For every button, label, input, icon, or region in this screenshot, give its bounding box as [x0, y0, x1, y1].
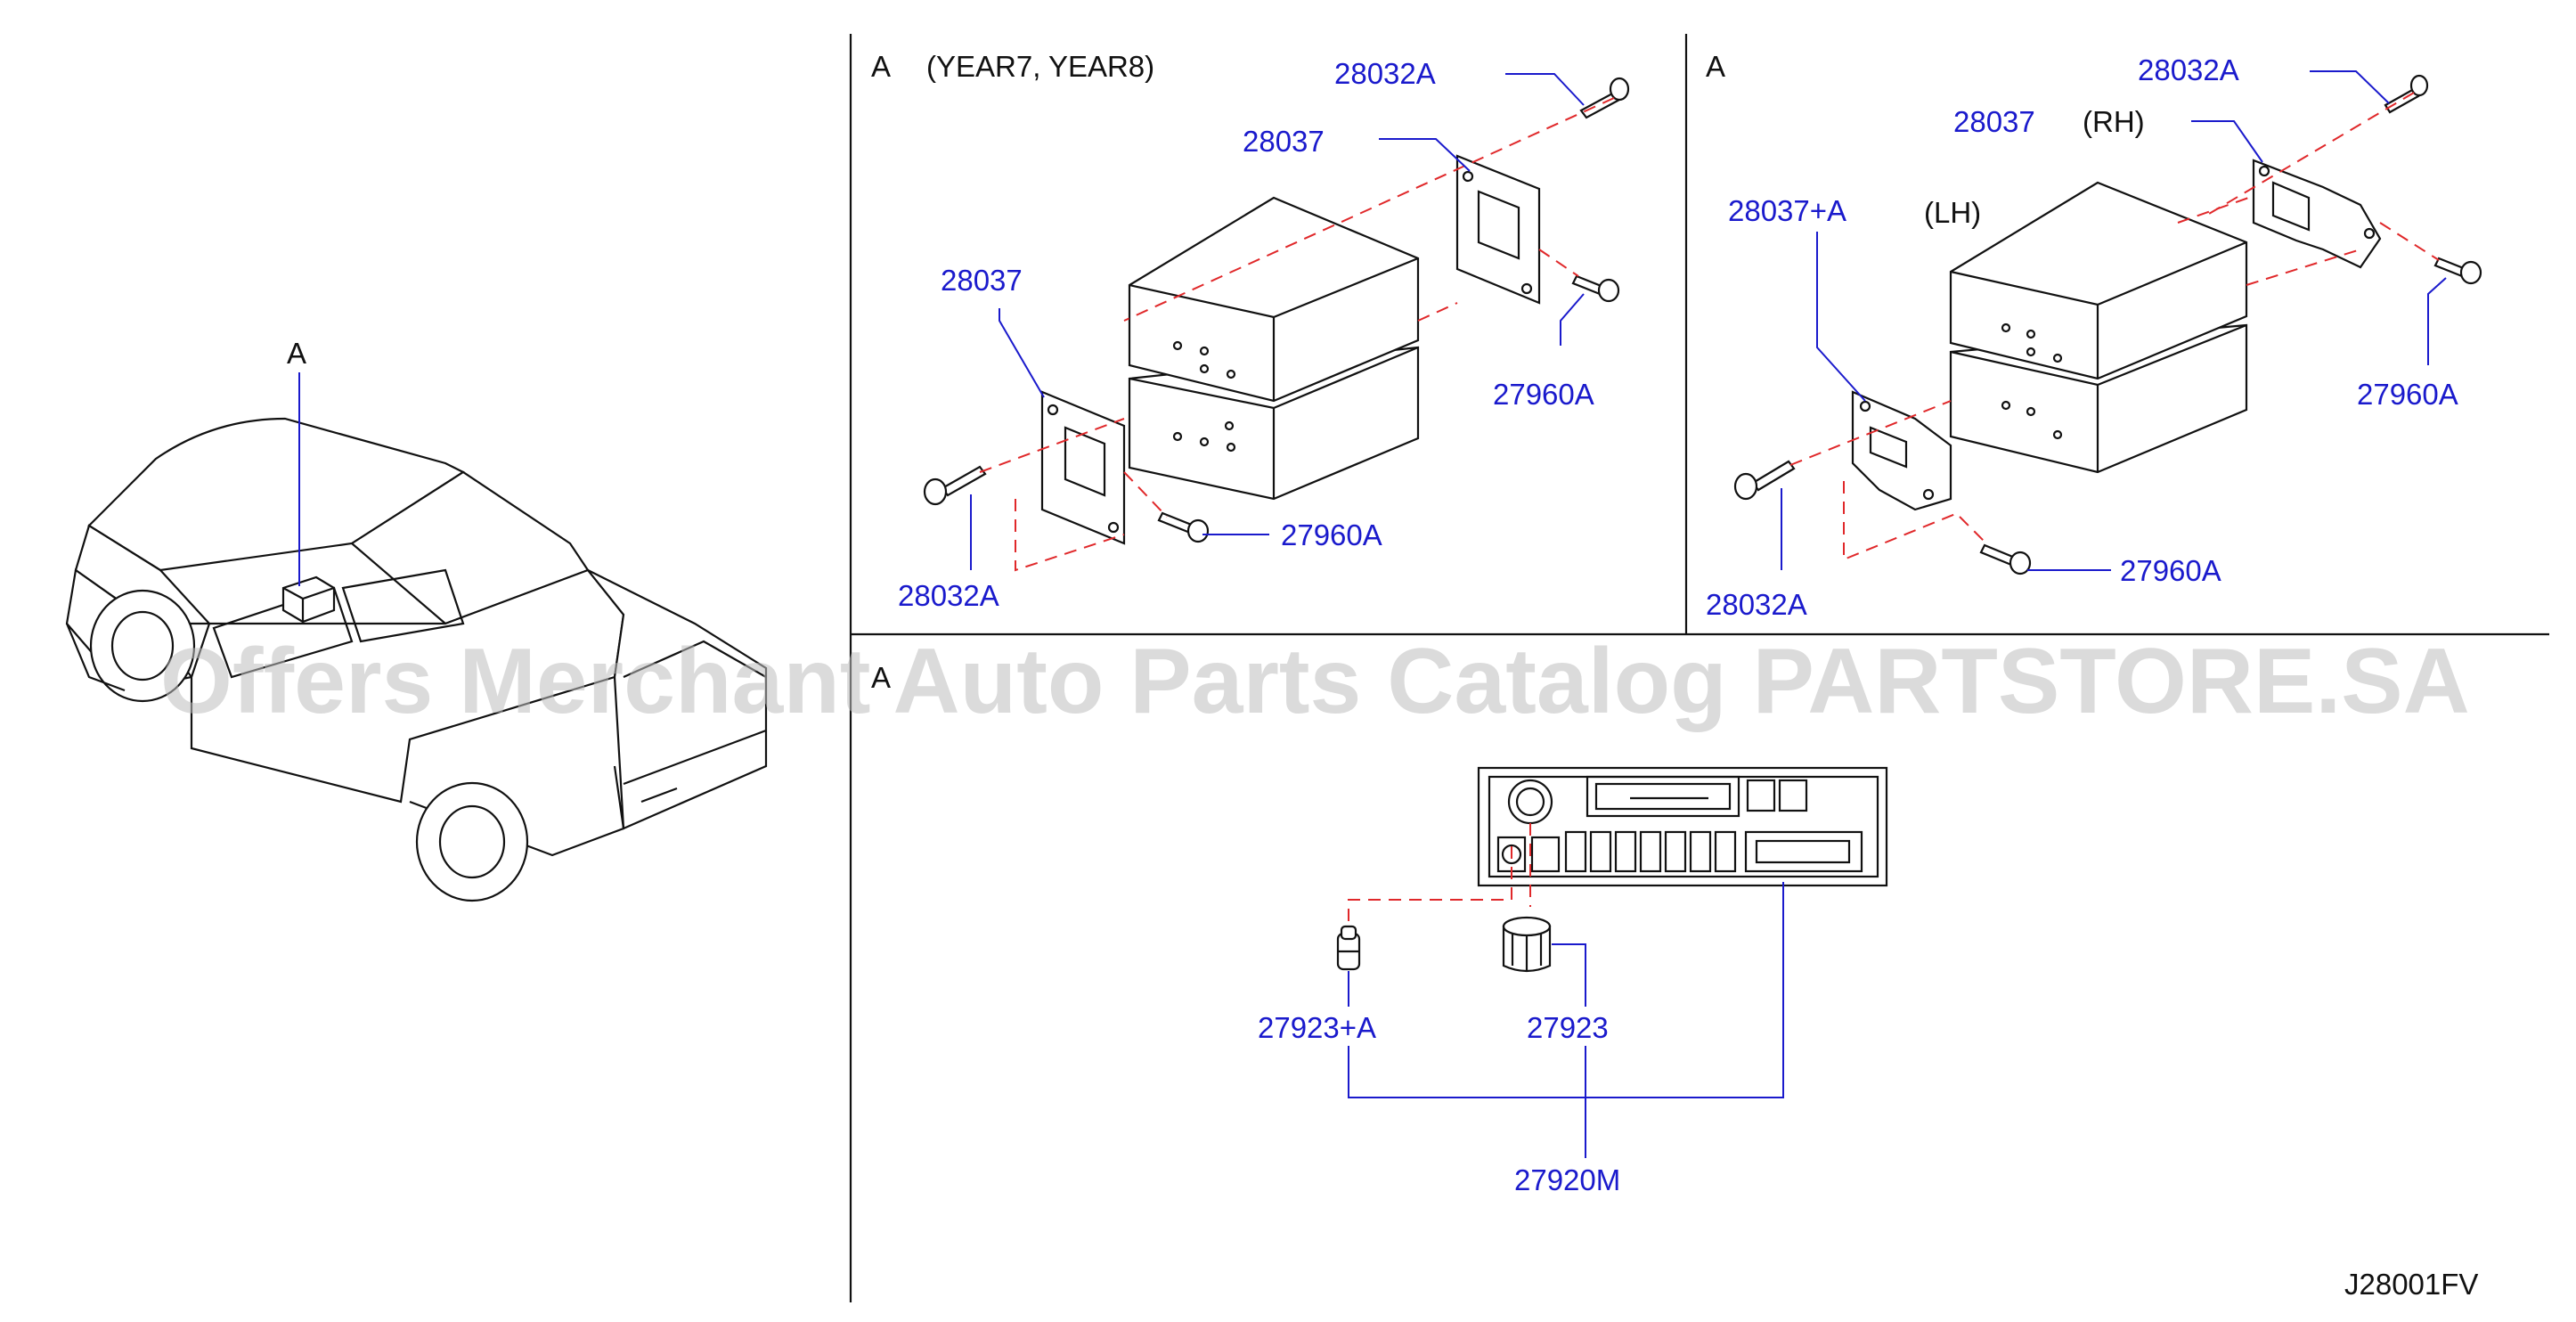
part-label-28037-right: 28037: [1243, 125, 1325, 158]
part-label-27923A: 27923+A: [1258, 1011, 1376, 1044]
part-label-27920M: 27920M: [1514, 1163, 1620, 1196]
truck-callout-label: A: [287, 337, 306, 370]
part-label-27960A-right: 27960A: [1493, 378, 1594, 411]
audio-unit-stack-rh-lh: [1949, 181, 2248, 474]
part-label-27923: 27923: [1527, 1011, 1609, 1044]
knob-large: [1502, 916, 1552, 973]
part-label-28032A-left-rh: 28032A: [1706, 588, 1807, 621]
part-label-28032A-top: 28032A: [1334, 57, 1436, 90]
panel-top-left: A (YEAR7, YEAR8): [871, 50, 1630, 612]
bracket-lh: [1851, 390, 1952, 511]
panel-top-left-variant-label: (YEAR7, YEAR8): [926, 50, 1154, 83]
part-label-27960A-right-rh: 27960A: [2357, 378, 2458, 411]
lh-label: (LH): [1924, 196, 1981, 229]
bracket-right: [1455, 154, 1541, 305]
panel-top-right: A (RH) (LH): [1706, 50, 2482, 621]
watermark-text: Offers Merchant Auto Parts Catalog PARTS…: [160, 630, 2470, 733]
part-label-27960A-bottom: 27960A: [1281, 518, 1382, 551]
radio-faceplate: [1477, 766, 1888, 887]
screw-left-left-panel: [923, 465, 987, 506]
audio-unit-stack: [1128, 196, 1420, 501]
part-label-28037-left: 28037: [941, 264, 1023, 297]
screw-top-left-panel: [1579, 77, 1630, 119]
knob-small: [1336, 925, 1361, 971]
part-label-28032A-top-right: 28032A: [2138, 53, 2239, 86]
part-label-28037-rh: 28037: [1953, 105, 2035, 138]
panel-top-left-view-label: A: [871, 50, 891, 83]
screw-bottom-left-panel: [1157, 511, 1210, 543]
part-label-27960A-bottom-rh: 27960A: [2120, 554, 2221, 587]
rh-label: (RH): [2083, 105, 2145, 138]
diagram-code: J28001FV: [2344, 1268, 2478, 1301]
part-label-28037A-lh: 28037+A: [1728, 194, 1846, 227]
panel-bottom: A: [871, 661, 1888, 1196]
panel-bottom-view-label: A: [871, 661, 891, 694]
bracket-left: [1040, 390, 1126, 545]
panel-frame: [849, 34, 2549, 1302]
screw-left-right-panel: [1733, 460, 1796, 501]
panel-top-right-view-label: A: [1706, 50, 1725, 83]
truck-illustration: [65, 372, 768, 902]
screw-right-right-panel: [2433, 257, 2482, 285]
screw-right-left-panel: [1571, 274, 1620, 303]
screw-bottom-right-panel: [1979, 543, 2032, 575]
part-label-28032A-left: 28032A: [898, 579, 999, 612]
